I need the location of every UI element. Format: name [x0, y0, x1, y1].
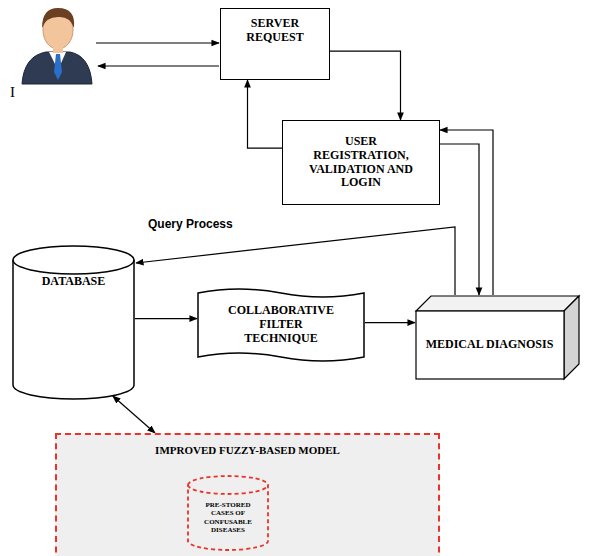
request-arrow [96, 42, 219, 43]
cylinder-rim [13, 260, 134, 274]
connector-arrow [440, 130, 493, 295]
cube-front [416, 311, 564, 379]
process-box: USER REGISTRATION, VALIDATION AND LOGIN [282, 120, 440, 205]
node-label: PRE-STORED CASES OF CONFUSABLE DISEASES [197, 501, 259, 533]
node-label: COLLABORATIVE FILTER TECHNIQUE [227, 304, 335, 345]
connector-arrow [135, 318, 197, 319]
user-icon [22, 8, 92, 84]
connector-arrow [440, 144, 479, 295]
document-outline [198, 289, 364, 361]
cylinder-body [13, 246, 134, 399]
model-panel: IMPROVED FUZZY-BASED MODEL PRE-STORED CAS… [55, 433, 440, 556]
connector-arrow [113, 396, 155, 433]
connector-arrow [365, 322, 415, 323]
node-label: USER REGISTRATION, VALIDATION AND LOGIN [307, 135, 415, 190]
cube-top [416, 296, 579, 311]
connector-arrow [330, 51, 401, 120]
cylinder-body [188, 476, 268, 550]
node-label: DATABASE [42, 275, 106, 289]
node-label: SERVER REQUEST [236, 17, 314, 45]
cylinder-rim [188, 485, 268, 494]
stray-mark: I [10, 84, 15, 101]
response-arrow [98, 65, 219, 66]
connector-arrow [248, 80, 283, 148]
cube-side [564, 296, 579, 379]
connector-arrow [136, 227, 455, 295]
process-box: SERVER REQUEST [220, 8, 330, 80]
node-label: MEDICAL DIAGNOSIS [426, 338, 554, 352]
document-shape: COLLABORATIVE FILTER TECHNIQUE [197, 285, 365, 365]
node-outline [12, 245, 135, 400]
process-cube: MEDICAL DIAGNOSIS [415, 295, 580, 380]
case-store-cylinder: PRE-STORED CASES OF CONFUSABLE DISEASES [187, 475, 269, 551]
database-cylinder: DATABASE [12, 245, 135, 400]
node-label: IMPROVED FUZZY-BASED MODEL [155, 444, 340, 457]
edge-label: Query Process [146, 217, 235, 231]
